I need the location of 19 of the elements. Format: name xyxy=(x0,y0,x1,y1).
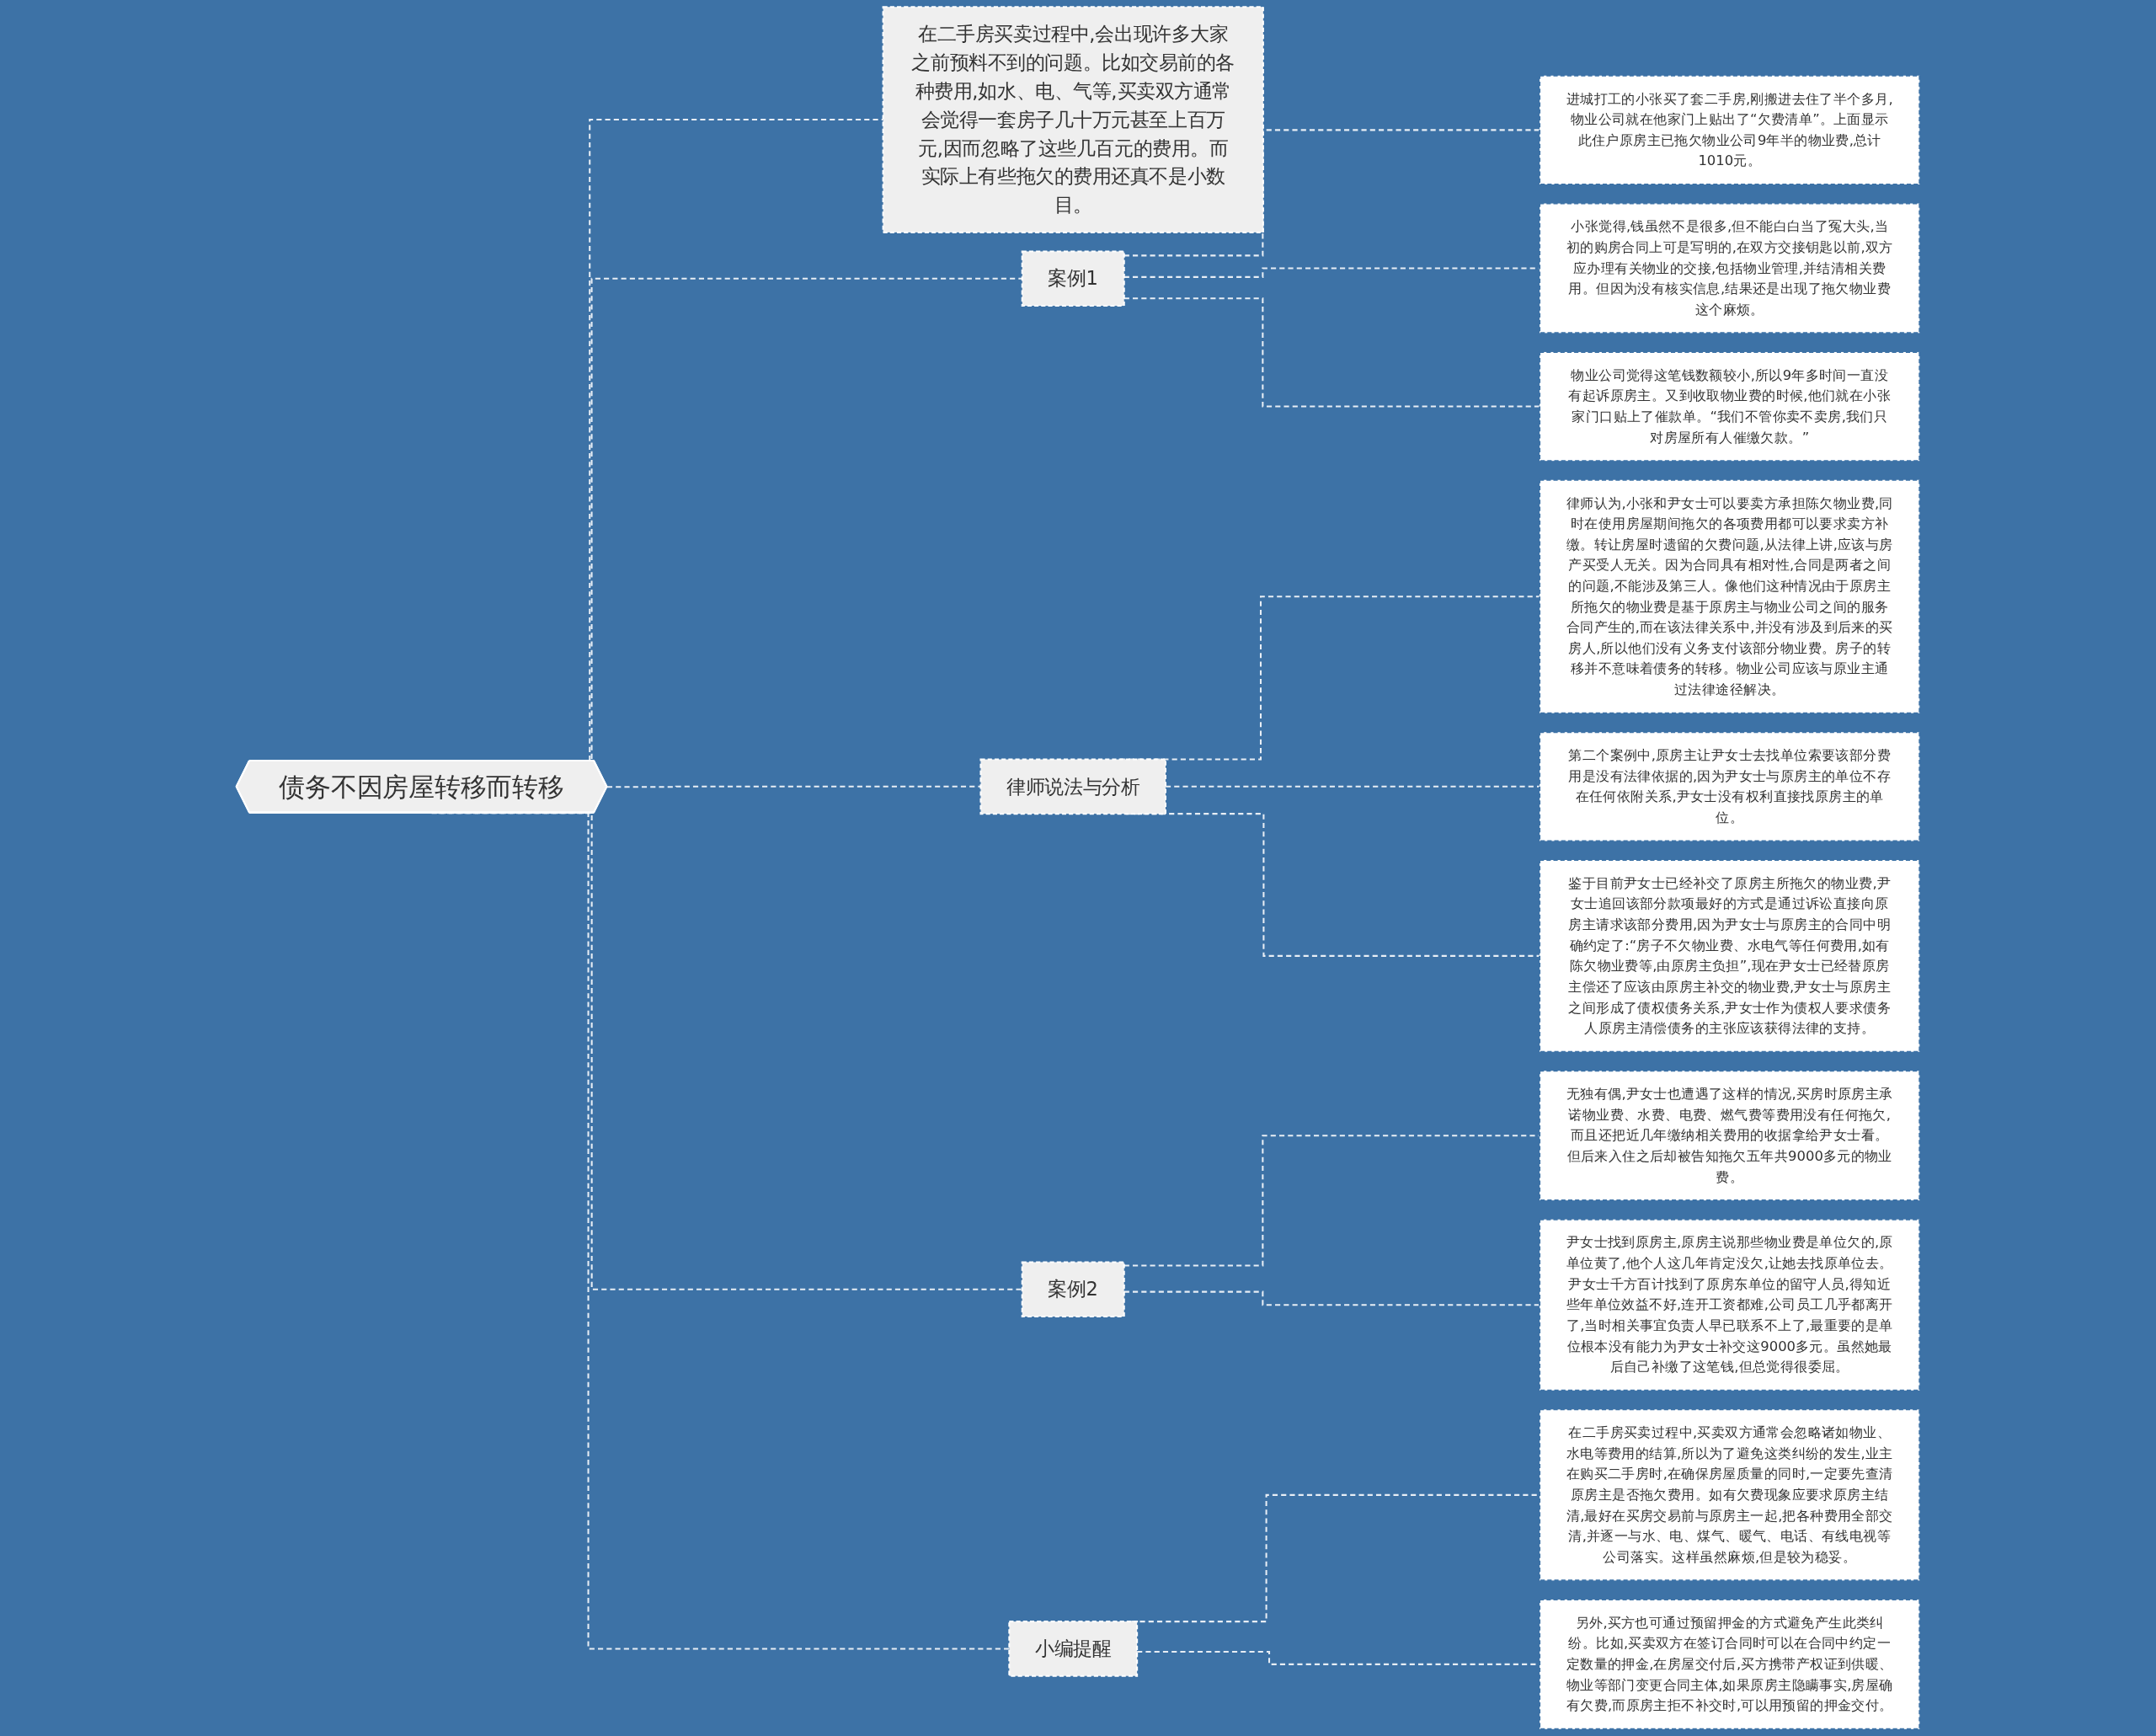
node-box: 第二个案例中,原房主让尹女士去找单位索要该部分费用是没有法律依据的,因为尹女士与原房主的单位不存在任何依附关系,尹女士没有权利直接找原房主的单位。 xyxy=(1539,731,1921,842)
node-box: 在二手房买卖过程中,会出现许多大家之前预料不到的问题。比如交易前的各种费用,如水、电、气等,买卖双方通常会觉得一套房子几十万元甚至上百万元,因而忽略了这些几百元的费用。而实际上有些拖欠的费用还真不是小数目。 xyxy=(882,6,1264,233)
node-box: 在二手房买卖过程中,买卖双方通常会忽略诸如物业、水电等费用的结算,所以为了避免这类纠纷的发生,业主在购买二手房时,在确保房屋质量的同时,一定要先查清原房主是否拖欠费用。如有欠费现象应要求原房主结清,最好在买房交易前与原房主一起,把各种费用全部交清,并逐一与水、电、煤气、暖气、电话、有线电视等公司落实。这样虽然麻烦,但是较为稳妥。 xyxy=(1539,1408,1921,1582)
node-box: 尹女士找到原房主,原房主说那些物业费是单位欠的,原单位黄了,他个人这几年肯定没欠,让她去找原单位去。尹女士千方百计找到了原房东单位的留守人员,得知近些年单位效益不好,连开工资都难,公司员工几乎都离开了,当时相关事宜负责人早已联系不上了,最重要的是单位根本没有能力为尹女士补交这9000多元。虽然她最后自己补缴了这笔钱,但总觉得很委屈。 xyxy=(1539,1218,1921,1391)
connector xyxy=(1123,1290,1540,1306)
connector xyxy=(1123,297,1540,408)
node-box: 物业公司觉得这笔钱数额较小,所以9年多时间一直没有起诉原房主。又到收取物业费的时候,他们就在小张家门口贴上了催款单。“我们不管你卖不卖房,我们只对房屋所有人催缴欠款。” xyxy=(1539,350,1921,462)
node-box: 另外,买方也可通过预留押金的方式避免产生此类纠纷。比如,买卖双方在签订合同时可以在合同中约定一定数量的押金,在房屋交付后,买方携带产权证到供暖、物业等部门变更合同主体,如果原房主隐瞒事实,房屋确有欠费,而原房主拒不补交时,可以用预留的押金交付。 xyxy=(1539,1598,1921,1730)
node-box: 小张觉得,钱虽然不是很多,但不能白白当了冤大头,当初的购房合同上可是写明的,在双方交接钥匙以前,双方应办理有关物业的交接,包括物业管理,并结清相关费用。但因为没有核实信息,结果还是出现了拖欠物业费这个麻烦。 xyxy=(1539,202,1921,334)
connector xyxy=(1165,785,1540,788)
node-box: 案例2 xyxy=(1021,1261,1125,1318)
node-box: 小编提醒 xyxy=(1008,1621,1139,1677)
node-box: 进城打工的小张买了套二手房,刚搬进去住了半个多月,物业公司就在他家门上贴出了“欠费清单”。上面显示此住户原房主已拖欠物业公司9年半的物业费,总计1010元。 xyxy=(1539,74,1921,185)
node-box: 无独有偶,尹女士也遭遇了这样的情况,买房时原房主承诺物业费、水费、电费、燃气费等费用没有任何拖欠,而且还把近几年缴纳相关费用的收据拿给尹女士看。但后来入住之后却被告知拖欠五年共9000多元的物业费。 xyxy=(1539,1070,1921,1202)
node-box: 律师认为,小张和尹女士可以要卖方承担陈欠物业费,同时在使用房屋期间拖欠的各项费用都可以要求卖方补缴。转让房屋时遗留的欠费问题,从法律上讲,应该与房产买受人无关。因为合同具有相对性,合同是两者之间的问题,不能涉及第三人。像他们这种情况由于原房主所拖欠的物业费是基于原房主与物业公司之间的服务合同产生的,而在该法律关系中,并没有涉及到后来的买房人,所以他们没有义务支付该部分物业费。房子的转移并不意味着债务的转移。物业公司应该与原业主通过法律途径解决。 xyxy=(1539,478,1921,714)
connector xyxy=(606,785,981,788)
node-box: 案例1 xyxy=(1021,250,1125,307)
node-box: 鉴于目前尹女士已经补交了原房主所拖欠的物业费,尹女士追回该部分款项最好的方式是通过诉讼直接向原房主请求该部分费用,因为尹女士与原房主的合同中明确约定了:“房子不欠物业费、水电气等任何费用,如有陈欠物业费等,由原房主负担”,现在尹女士已经替原房主偿还了应该由原房主补交的物业费,尹女士与原房主之间形成了债权债务关系,尹女士作为债权人要求债务人原房主清偿债务的主张应该获得法律的支持。 xyxy=(1539,859,1921,1053)
node-box: 律师说法与分析 xyxy=(979,758,1166,815)
